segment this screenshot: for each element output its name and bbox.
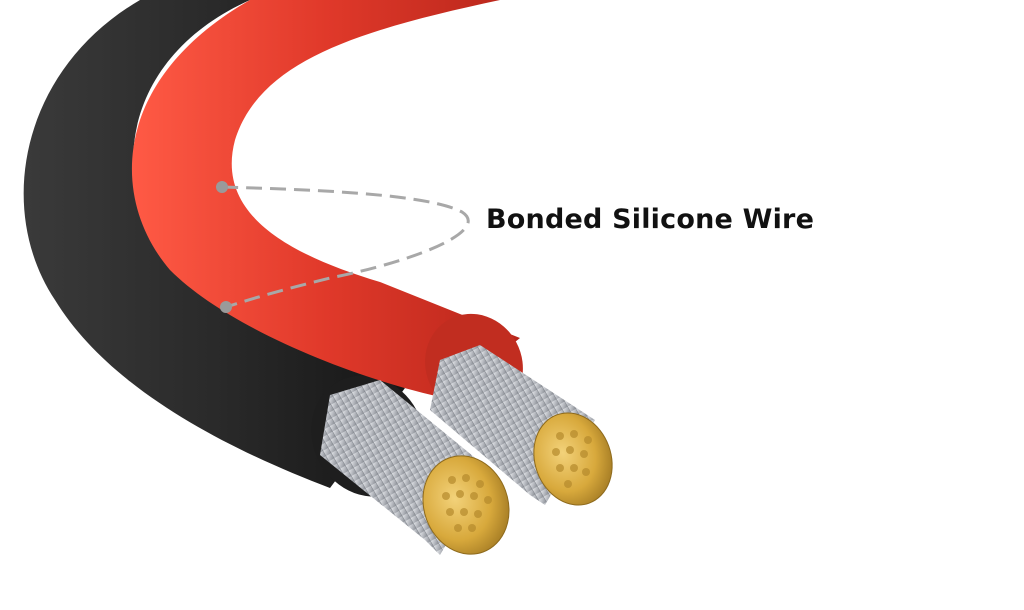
black-wire-jacket (23, 0, 405, 488)
callout-dot-red-wire (216, 181, 228, 193)
callout-dot-black-wire (220, 301, 232, 313)
strand-dots (442, 430, 592, 532)
black-wire-gold-tips (422, 455, 510, 555)
red-wire-gold-tips (533, 412, 613, 506)
callout-leader (216, 181, 470, 313)
callout-label: Bonded Silicone Wire (486, 204, 815, 235)
red-wire-jacket (131, 0, 520, 398)
